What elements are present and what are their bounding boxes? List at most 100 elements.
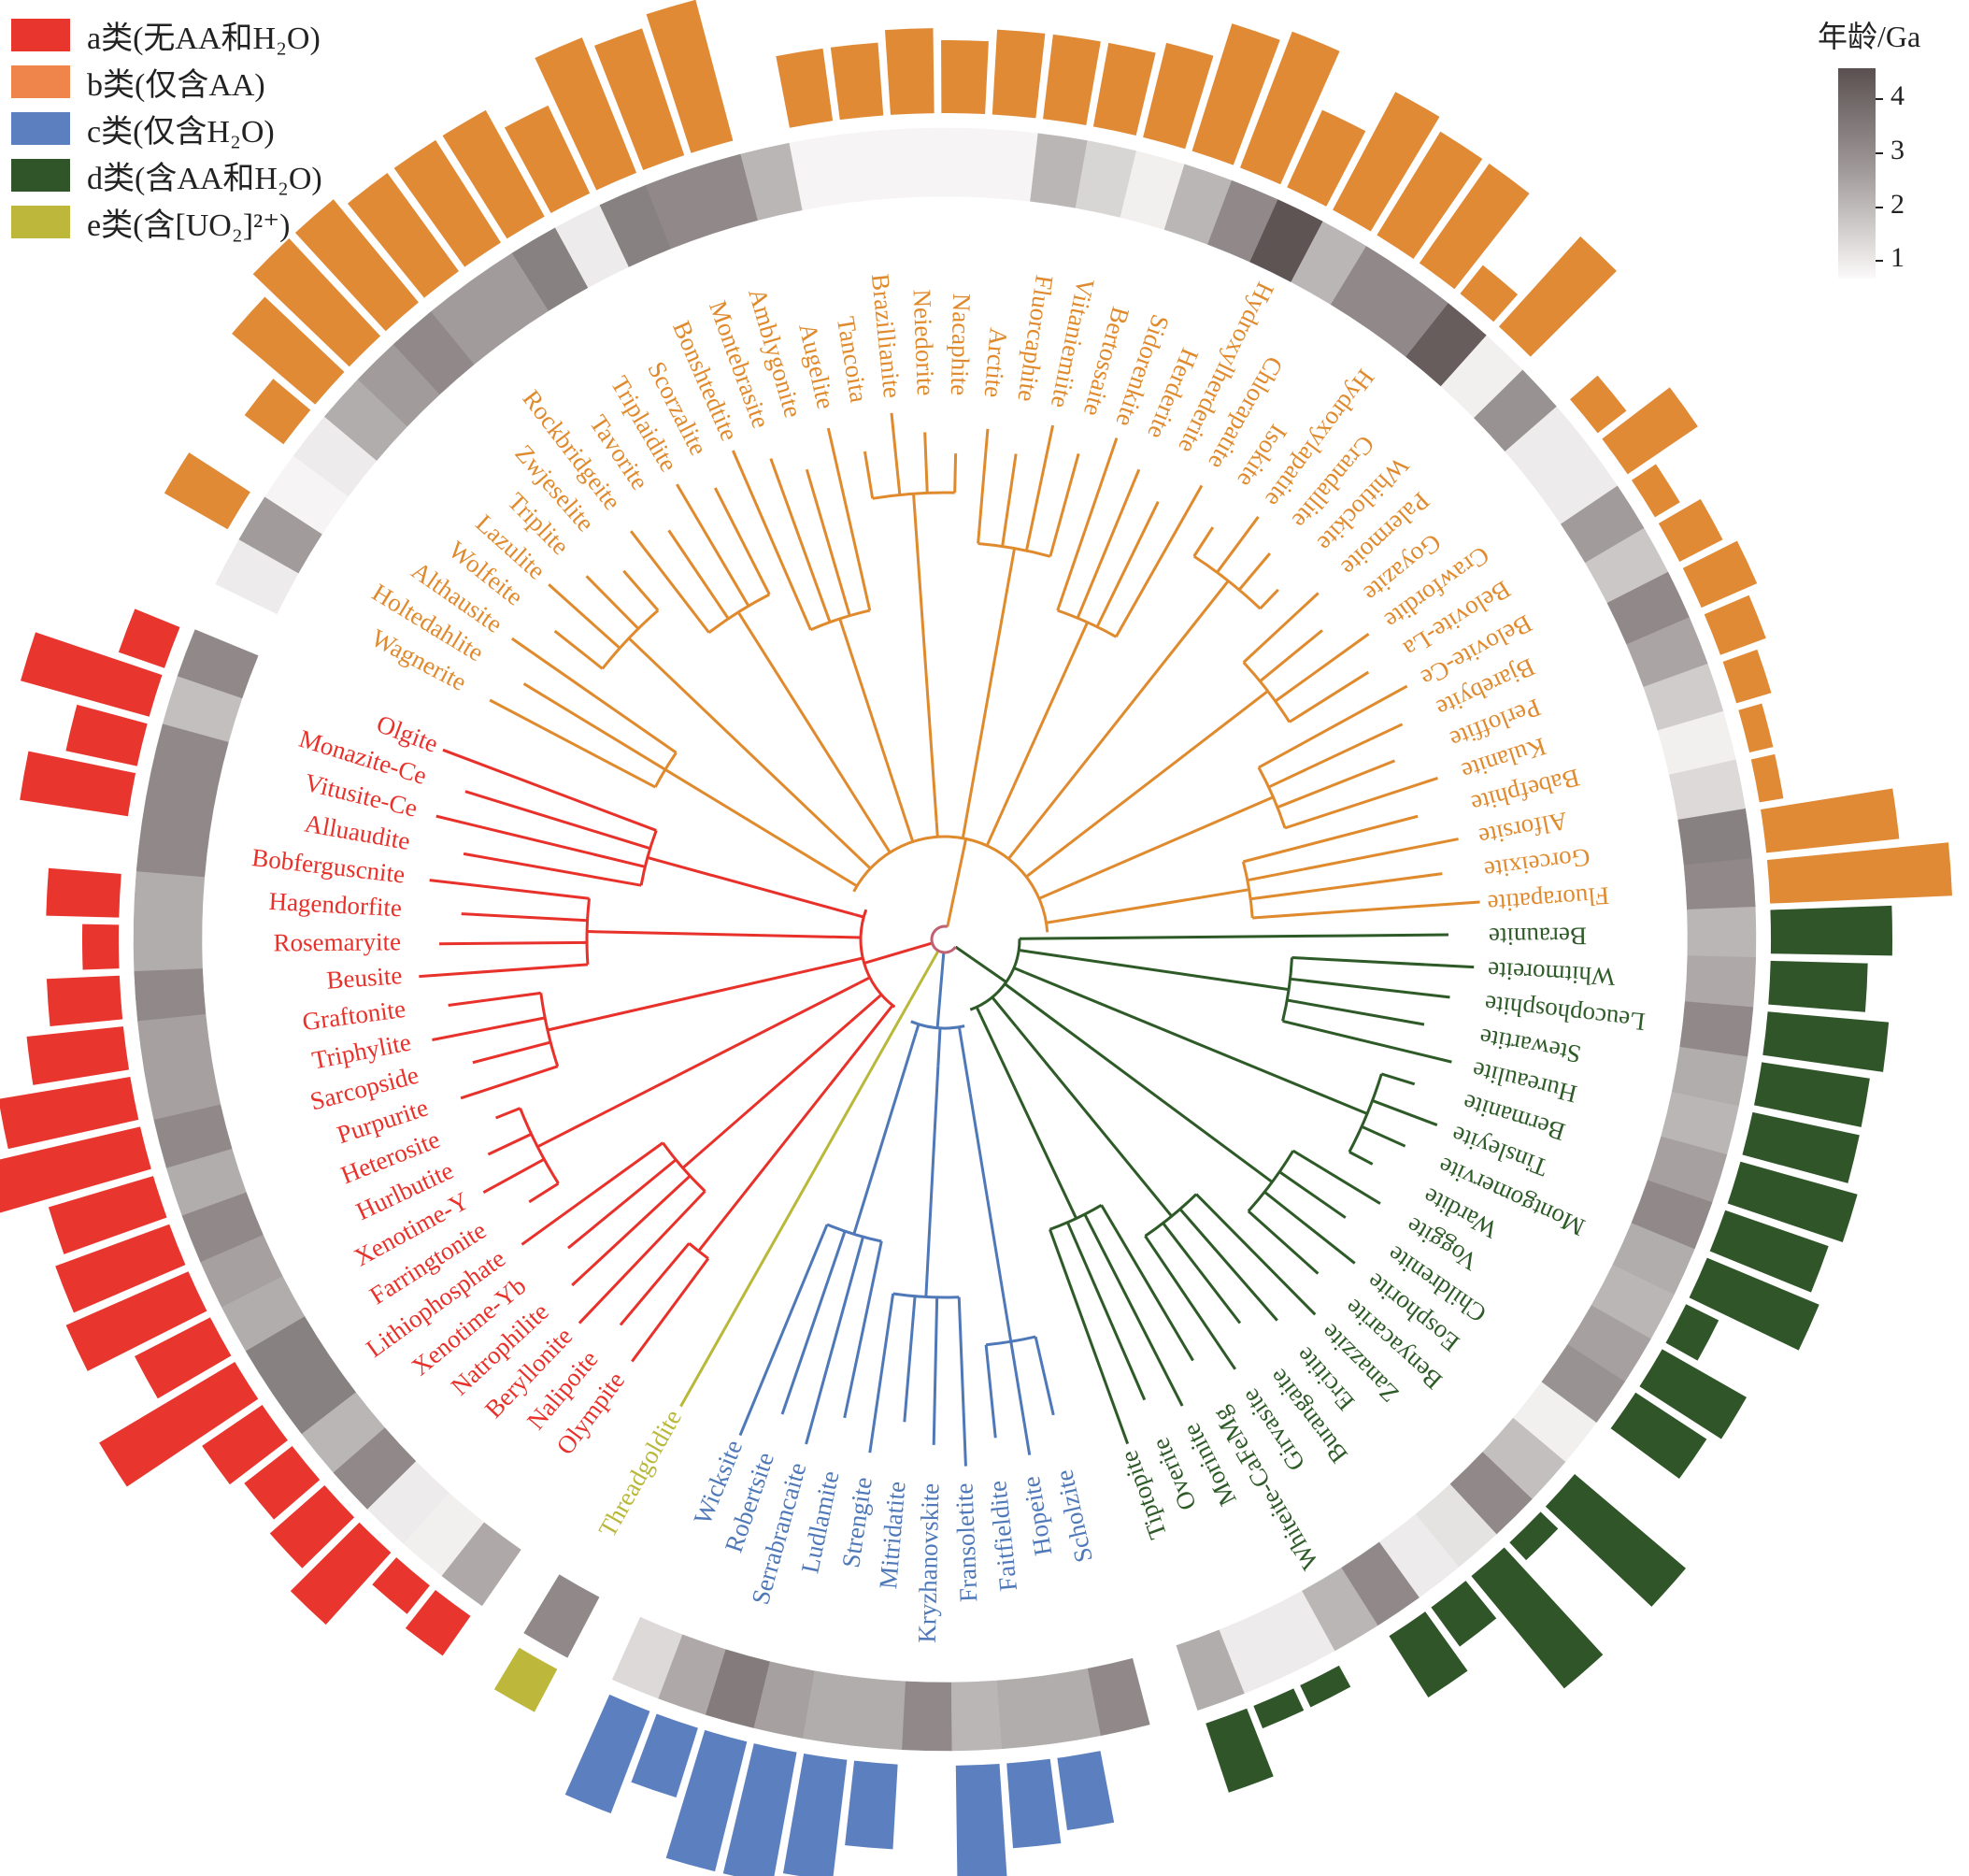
leaf-branch [1178,1208,1278,1322]
leaf-branch [953,453,958,494]
age-ring-cell [215,539,299,615]
cluster-branch [816,860,858,888]
leaf-branch [780,1230,847,1415]
leaf-branch [429,879,590,900]
bar-c [1057,1751,1115,1831]
bar-a [0,1077,139,1150]
leaf-label: Faitfieldite [983,1480,1022,1593]
cluster-branch [1002,622,1090,809]
cluster-branch [697,1059,850,1253]
leaf-label: Beusite [325,961,403,995]
leaf-label: Hopeite [1017,1474,1057,1557]
cluster-branch [975,1006,982,1017]
bar-b [1682,540,1758,609]
cluster-branch [647,856,855,916]
bar-b [1750,753,1784,803]
legend-swatch [11,18,70,51]
bar-a [48,1176,167,1254]
leaf-branch [461,912,588,923]
leaf-label: Rosemaryite [273,927,401,956]
leaf-branch [487,1132,533,1156]
leaf-label: Graftonite [301,995,407,1036]
leaf-branch [1247,838,1459,882]
age-ring-cell [133,871,206,924]
leaf-label: Scholzite [1049,1468,1098,1566]
legend-swatch [11,158,70,192]
cluster-branch [547,971,798,1032]
leaf-branch [567,1158,678,1250]
leaf-branch [1249,872,1443,901]
cluster-branch [821,935,862,939]
age-ring-cell [837,129,893,204]
legend-item-a: a类(无AA和H₂O) [11,11,322,58]
leaf-branch [1288,670,1370,723]
leaf-branch [1034,1336,1055,1416]
leaf-label: Gorceixite [1482,843,1591,885]
colorbar-tick [1876,152,1883,154]
bar-a [55,1224,186,1313]
cluster-branch [1019,937,1091,940]
leaf-label: Strengite [836,1475,877,1569]
cluster-branch [1078,690,1269,838]
legend-label: d类(含AA和H₂O) [87,161,322,196]
cluster-branch [957,1026,972,1095]
bar-b [1761,788,1900,853]
bar-b [1333,92,1440,232]
cluster-branch [627,637,859,858]
bar-a [202,1404,288,1485]
cluster-branch [848,1004,894,1062]
leaf-branch [1083,1213,1184,1407]
bar-b [1240,31,1340,185]
cluster-branch [838,618,901,801]
leaf-branch [713,487,771,595]
bar-a [46,867,121,918]
cluster-branch [536,981,860,1149]
leaf-branch [630,530,710,634]
leaf-branch [442,748,657,832]
bar-b [1043,34,1101,126]
legend-label: b类(仅含AA) [87,67,265,103]
cluster-branch [849,790,892,853]
bar-d [1610,1392,1707,1480]
bar-c [845,1760,898,1850]
age-ring-cell [441,1522,521,1607]
bar-b [393,139,501,267]
leaf-label: Fluorapatite [1487,881,1610,918]
leaf-branch [1372,1099,1438,1126]
bar-c [564,1694,650,1814]
cluster-branch [935,822,939,838]
cluster-branch [736,611,852,792]
age-ring-cell [1684,954,1757,1008]
leaf-branch [619,1242,691,1326]
leaf-branch [903,1296,917,1423]
leaf-branch [1258,684,1408,769]
bar-d [1768,960,1868,1012]
class-stem [863,941,933,965]
leaf-branch [419,963,589,979]
leaf-branch [460,1065,559,1100]
leaf-branch [528,1181,560,1204]
cluster-branch [991,995,1018,1028]
leaf-branch [1056,437,1119,611]
legend-item-c: c类(仅含H₂O) [11,105,322,151]
legend-swatch [11,64,70,98]
cluster-branch [1015,1025,1173,1218]
class-legend: a类(无AA和H₂O) b类(仅含AA) c类(仅含H₂O) d类(含AA和H₂… [11,11,322,245]
leaf-branch [1095,501,1160,628]
cluster-branch [1013,967,1026,974]
leaf-label: Whitmoreite [1487,956,1616,991]
age-ring-cell [887,127,939,199]
leaf-branch [548,583,621,650]
cluster-branch [961,768,977,838]
cluster-branch [914,1024,920,1034]
leaf-label: Kryzhanovskite [913,1482,945,1643]
leaf-branch [1290,977,1450,999]
bar-b [1498,236,1617,357]
leaf-branch [977,428,990,544]
cluster-branch [1025,834,1081,879]
bar-b [646,0,734,153]
bar-b [244,379,311,445]
bar-b [1143,42,1214,150]
bar-d [1762,1011,1890,1072]
cluster-branch [1015,580,1230,851]
